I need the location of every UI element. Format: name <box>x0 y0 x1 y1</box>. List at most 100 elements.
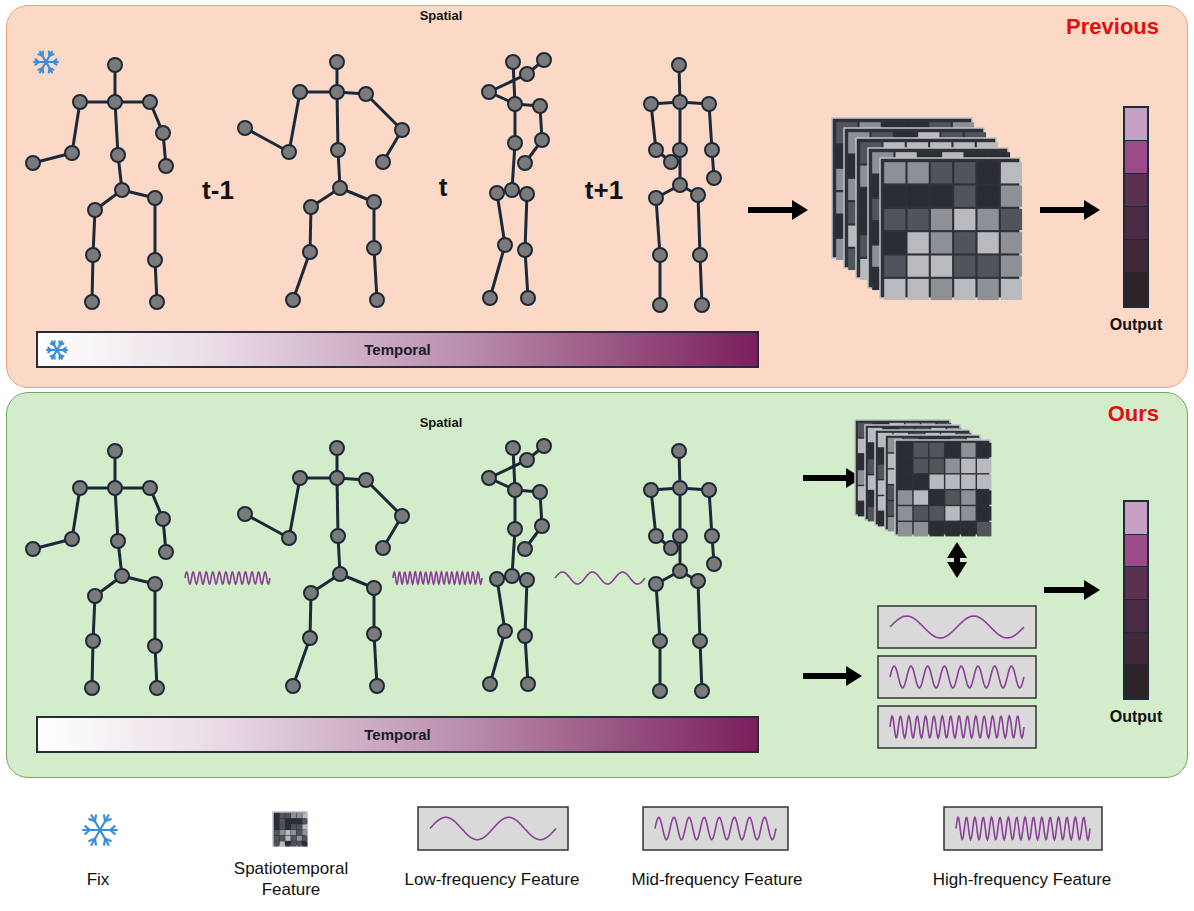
drawing-part <box>947 562 967 578</box>
drawing-part <box>482 85 496 99</box>
drawing-part <box>1001 279 1022 300</box>
drawing-part <box>95 815 96 821</box>
drawing-part <box>653 684 667 698</box>
drawing-part <box>60 344 63 345</box>
drawing-part <box>884 162 905 183</box>
drawing-part <box>908 256 929 277</box>
drawing-part <box>85 295 99 309</box>
time-label: t <box>439 172 448 203</box>
drawing-part <box>961 490 975 504</box>
frequency-feature <box>878 706 1036 748</box>
drawing-part <box>150 295 164 309</box>
drawing-part <box>89 839 95 841</box>
drawing-part <box>111 534 125 548</box>
output-vector: Output <box>1096 106 1176 334</box>
drawing-part <box>333 567 347 581</box>
drawing-part <box>65 146 79 160</box>
legend-text: Spatiotemporal Feature <box>226 858 356 901</box>
drawing-part <box>50 54 54 55</box>
drawing-part <box>274 836 279 841</box>
drawing-part <box>705 143 719 157</box>
drawing-part <box>274 830 279 835</box>
frequency-wave <box>890 666 1024 688</box>
drawing-part <box>303 631 317 645</box>
drawing-part <box>148 253 162 267</box>
drawing-part <box>330 471 344 485</box>
drawing-part <box>291 813 296 818</box>
drawing-part <box>280 824 285 829</box>
drawing-part <box>525 580 527 636</box>
frequency-feature <box>878 656 1036 698</box>
legend-text: Low-frequency Feature <box>387 869 597 890</box>
drawing-part <box>395 123 409 137</box>
drawing-part <box>653 248 667 262</box>
drawing-part <box>370 293 384 307</box>
drawing-part <box>280 836 285 841</box>
drawing-part <box>40 62 46 72</box>
drawing-part <box>537 439 551 453</box>
drawing-part <box>1001 209 1022 230</box>
drawing-part <box>280 813 285 818</box>
drawing-part <box>498 238 512 252</box>
drawing-part <box>291 841 296 846</box>
drawing-part <box>83 829 100 831</box>
drawing-part <box>908 209 929 230</box>
flow-arrow <box>803 666 862 686</box>
drawing-part <box>977 522 991 536</box>
drawing-part <box>115 569 129 583</box>
frequency-wave <box>655 817 776 839</box>
drawing-part <box>297 841 302 846</box>
drawing-part <box>26 156 40 170</box>
drawing-part <box>46 52 52 62</box>
frequency-wave <box>890 716 1024 738</box>
output-cell <box>1125 108 1147 141</box>
drawing-part <box>702 483 716 497</box>
drawing-part <box>108 58 122 72</box>
drawing-part <box>695 298 709 312</box>
drawing-part <box>291 836 296 841</box>
drawing-part <box>520 453 534 467</box>
drawing-part <box>945 459 959 473</box>
drawing-part <box>395 509 409 523</box>
drawing-part <box>92 830 101 845</box>
drawing-part <box>302 813 307 818</box>
drawing-part <box>908 279 929 300</box>
drawing-part <box>51 355 54 356</box>
drawing-part <box>792 200 808 220</box>
output-cell <box>1125 633 1147 666</box>
drawing-part <box>977 490 991 504</box>
drawing-part <box>73 95 87 109</box>
drawing-part <box>285 819 290 824</box>
drawing-part <box>895 440 990 535</box>
drawing-part <box>46 62 52 72</box>
drawing-part <box>303 245 317 259</box>
drawing-part <box>88 203 102 217</box>
spatiotemporal-feature <box>832 118 1022 300</box>
drawing-part <box>884 186 905 207</box>
drawing-part <box>954 186 975 207</box>
drawing-part <box>331 529 345 543</box>
drawing-part <box>156 512 170 526</box>
skeleton <box>26 444 173 695</box>
skeleton <box>482 439 551 691</box>
flow-arrow <box>803 468 862 488</box>
drawing-part <box>86 248 100 262</box>
drawing-part <box>285 824 290 829</box>
temporal-bar: Temporal <box>36 716 759 753</box>
drawing-part <box>705 529 719 543</box>
drawing-part <box>285 841 290 846</box>
drawing-part <box>644 483 658 497</box>
drawing-part <box>333 181 347 195</box>
drawing-part <box>367 627 381 641</box>
drawing-part <box>483 291 497 305</box>
drawing-part <box>274 813 279 818</box>
drawing-part <box>293 471 307 485</box>
drawing-part <box>954 209 975 230</box>
drawing-part <box>159 545 173 559</box>
drawing-part <box>978 162 999 183</box>
snowflake <box>47 341 67 358</box>
skeleton <box>482 53 551 305</box>
drawing-part <box>672 58 686 72</box>
drawing-part <box>104 839 105 845</box>
drawing-part <box>100 830 109 845</box>
